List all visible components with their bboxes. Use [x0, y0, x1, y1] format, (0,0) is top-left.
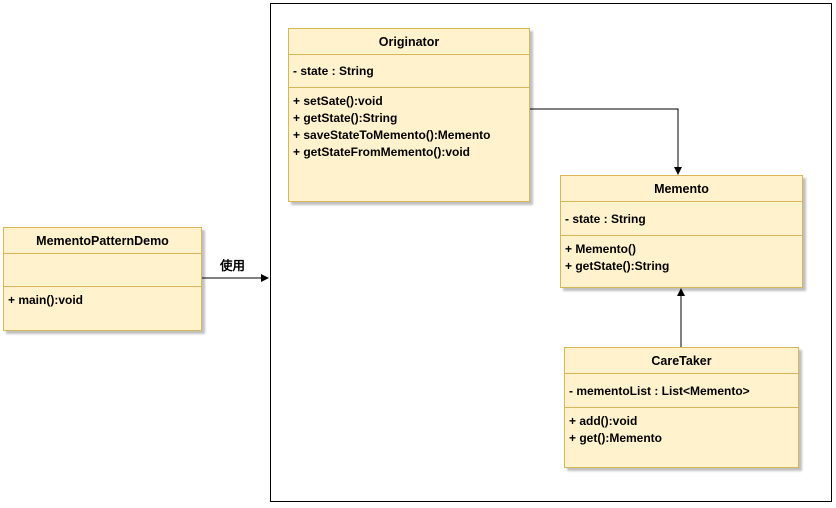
operation: + main():void — [8, 293, 84, 307]
class-name: MementoPatternDemo — [4, 228, 201, 254]
class-attributes-empty — [4, 254, 201, 287]
originator-to-memento-arrow — [530, 108, 682, 175]
class-operations: + setSate():void + getState():String + s… — [289, 88, 529, 166]
package-frame — [270, 3, 832, 502]
memento-class[interactable]: Memento - state : String + Memento() + g… — [560, 175, 803, 288]
class-operations: + main():void — [4, 287, 201, 314]
attribute: - state : String — [565, 211, 646, 226]
caretaker-class[interactable]: CareTaker - mementoList : List<Memento> … — [564, 347, 799, 468]
uses-label: 使用 — [220, 258, 246, 273]
attribute: - state : String — [293, 64, 374, 78]
class-name: CareTaker — [565, 348, 798, 374]
operation: + get():Memento — [569, 431, 662, 445]
operation: + getState():String — [565, 259, 670, 273]
operation: + setSate():void — [293, 94, 383, 108]
operation: + getState():String — [293, 111, 398, 125]
class-operations: + Memento() + getState():String — [561, 236, 802, 280]
class-attributes: - state : String — [561, 202, 802, 236]
class-name: Originator — [289, 29, 529, 55]
operation: + getStateFromMemento():void — [293, 145, 471, 159]
attribute: - mementoList : List<Memento> — [569, 383, 750, 398]
class-attributes: - state : String — [289, 55, 529, 88]
demo-class[interactable]: MementoPatternDemo + main():void — [3, 227, 202, 331]
originator-class[interactable]: Originator - state : String + setSate():… — [288, 28, 530, 202]
class-name: Memento — [561, 176, 802, 202]
class-attributes: - mementoList : List<Memento> — [565, 374, 798, 408]
operation: + saveStateToMemento():Memento — [293, 128, 491, 142]
operation: + Memento() — [565, 242, 637, 256]
operation: + add():void — [569, 414, 638, 428]
class-operations: + add():void + get():Memento — [565, 408, 798, 452]
